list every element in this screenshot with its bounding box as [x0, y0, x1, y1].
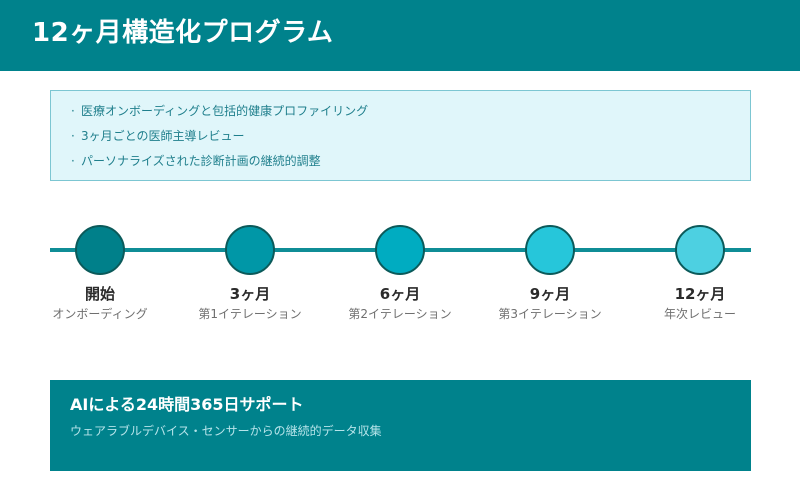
support-subtitle: ウェアラブルデバイス・センサーからの継続的データ収集	[70, 424, 382, 438]
milestone-circle-icon	[525, 225, 575, 275]
milestone-circle-icon	[75, 225, 125, 275]
milestone-circle-icon	[675, 225, 725, 275]
milestone-12-months: 12ヶ月 年次レビュー	[625, 225, 775, 323]
milestone-subtitle: 第2イテレーション	[348, 307, 452, 321]
milestone-circle-icon	[225, 225, 275, 275]
milestone-title: 6ヶ月	[379, 285, 421, 303]
feature-text: パーソナライズされた診断計画の継続的調整	[81, 154, 321, 168]
support-title: AIによる24時間365日サポート	[70, 395, 304, 414]
feature-item: · 医療オンボーディングと包括的健康プロファイリング	[71, 99, 750, 124]
milestone-title: 9ヶ月	[529, 285, 571, 303]
milestone-subtitle: 年次レビュー	[663, 307, 736, 321]
feature-list: · 医療オンボーディングと包括的健康プロファイリング · 3ヶ月ごとの医師主導レビュ…	[51, 91, 750, 174]
milestone-subtitle: 第1イテレーション	[198, 307, 302, 321]
bullet-icon: ·	[71, 154, 75, 168]
milestone-circle-icon	[375, 225, 425, 275]
milestone-title: 開始	[84, 285, 115, 303]
feature-text: 医療オンボーディングと包括的健康プロファイリング	[81, 104, 369, 118]
milestone-6-months: 6ヶ月 第2イテレーション	[325, 225, 475, 323]
support-banner: AIによる24時間365日サポート ウェアラブルデバイス・センサーからの継続的デ…	[50, 380, 751, 471]
feature-item: · 3ヶ月ごとの医師主導レビュー	[71, 124, 750, 149]
milestone-title: 12ヶ月	[674, 285, 726, 303]
bullet-icon: ·	[71, 104, 75, 118]
milestone-start: 開始 オンボーディング	[25, 225, 175, 323]
features-box: · 医療オンボーディングと包括的健康プロファイリング · 3ヶ月ごとの医師主導レビュ…	[50, 90, 751, 181]
feature-item: · パーソナライズされた診断計画の継続的調整	[71, 149, 750, 174]
bullet-icon: ·	[71, 129, 75, 143]
milestone-3-months: 3ヶ月 第1イテレーション	[175, 225, 325, 323]
milestone-title: 3ヶ月	[229, 285, 271, 303]
page-title: 12ヶ月構造化プログラム	[32, 18, 334, 48]
milestone-subtitle: 第3イテレーション	[498, 307, 602, 321]
milestone-9-months: 9ヶ月 第3イテレーション	[475, 225, 625, 323]
feature-text: 3ヶ月ごとの医師主導レビュー	[81, 129, 245, 143]
milestone-subtitle: オンボーディング	[52, 307, 148, 321]
header-banner: 12ヶ月構造化プログラム	[0, 0, 800, 71]
